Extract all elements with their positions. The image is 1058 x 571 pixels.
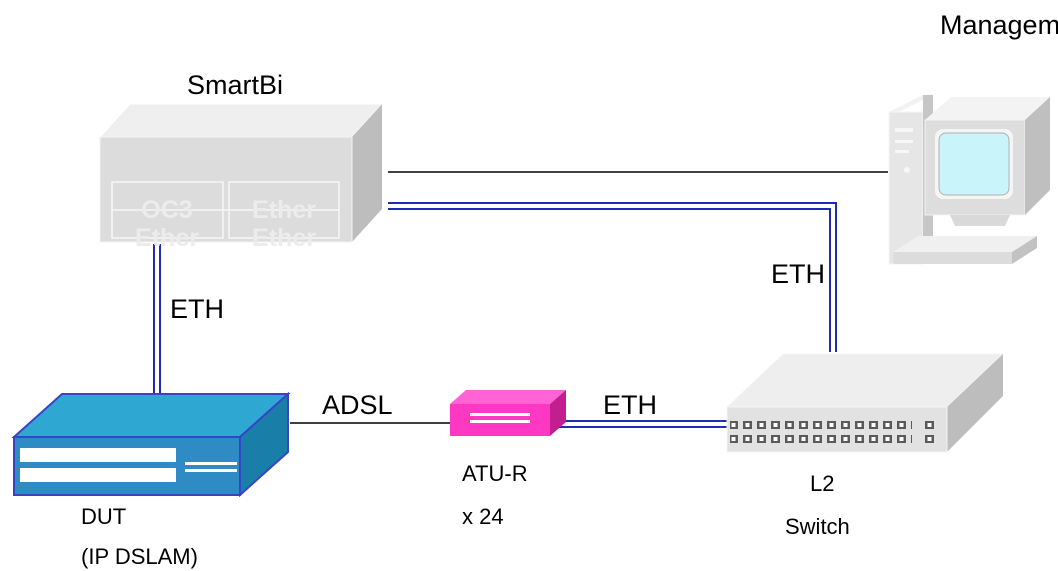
dut-label: DUT bbox=[81, 504, 127, 529]
management-pc-icon bbox=[888, 95, 1050, 265]
smartbits-module-label: Ether bbox=[135, 224, 199, 252]
switch-sublabel: Switch bbox=[785, 514, 850, 539]
eth-label-atur-switch: ETH bbox=[603, 390, 657, 420]
smartbits-module-label: OC3 bbox=[141, 196, 192, 224]
smartbits-module-label: Ether bbox=[252, 224, 316, 252]
smartbits-label: SmartBi bbox=[187, 70, 284, 100]
l2-switch-device bbox=[725, 353, 1005, 453]
link-smartbits-dut bbox=[153, 244, 161, 395]
atu-r-count: x 24 bbox=[462, 504, 504, 529]
dut-chassis bbox=[11, 391, 291, 498]
eth-label-smartbits-dut: ETH bbox=[170, 294, 224, 324]
dut-sublabel: (IP DSLAM) bbox=[81, 544, 198, 569]
switch-label: L2 bbox=[810, 471, 835, 496]
management-pc-label: Managem bbox=[940, 10, 1058, 40]
eth-label-smartbits-switch: ETH bbox=[771, 259, 825, 289]
link-smartbits-switch bbox=[388, 202, 837, 352]
link-atur-switch bbox=[554, 420, 740, 428]
atu-r-device bbox=[450, 390, 566, 436]
atu-r-label: ATU-R bbox=[462, 461, 528, 486]
smartbits-chassis: OC3 Ether Ether Ether bbox=[98, 103, 384, 252]
adsl-label: ADSL bbox=[322, 390, 393, 420]
smartbits-module-label: Ether bbox=[252, 196, 316, 224]
